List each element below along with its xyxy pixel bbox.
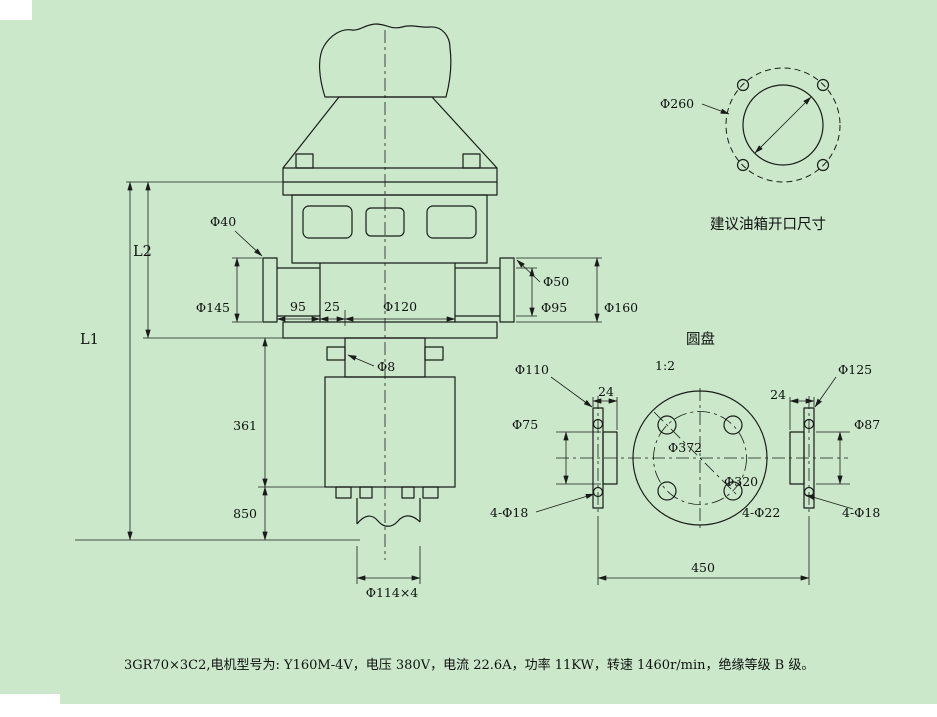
main-view-dimensions: L1 L2 Φ40 Φ145 95 25 Φ120 Φ50 xyxy=(75,181,638,600)
dim-label-phi87: Φ87 xyxy=(854,417,880,432)
dim-label-361: 361 xyxy=(233,418,257,433)
dim-label-shaft-dia: Φ114×4 xyxy=(366,585,419,600)
tank-opening-caption: 建议油箱开口尺寸 xyxy=(710,216,826,233)
tank-bolt-hole xyxy=(736,78,750,92)
dim-label-450: 450 xyxy=(691,560,715,575)
disc-side-view-right xyxy=(789,396,815,522)
disc-detail-view: 圆盘 1:2 Φ372 Φ320 4-Φ22 24 xyxy=(490,330,880,585)
motor-window-right xyxy=(426,205,477,239)
scan-artifact-top-left xyxy=(0,0,32,20)
dim-label-phi125: Φ125 xyxy=(838,362,872,377)
dimension-4phi18-left: 4-Φ18 xyxy=(490,493,595,520)
disc-side-view-left xyxy=(592,396,618,522)
motor-window-left xyxy=(302,205,353,239)
disc-scale: 1:2 xyxy=(655,358,675,373)
dimension-850: 850 xyxy=(233,486,268,541)
cap-left xyxy=(295,153,314,169)
dimension-chain-95-25-120: 95 25 Φ120 xyxy=(276,299,456,326)
left-port-flange xyxy=(262,257,278,323)
dim-label-4phi18-right: 4-Φ18 xyxy=(842,505,880,520)
dimension-phi125: Φ125 xyxy=(814,362,872,408)
cap-right xyxy=(462,153,481,169)
stud-left xyxy=(326,346,346,361)
dim-label-l1: L1 xyxy=(80,332,99,348)
dim-label-phi320: Φ320 xyxy=(724,474,758,489)
disc-bolt-hole xyxy=(723,415,743,435)
dim-label-24-left: 24 xyxy=(598,384,614,399)
tank-opening-view: Φ260 建议油箱开口尺寸 xyxy=(660,67,841,233)
dimension-361: 361 xyxy=(233,337,326,488)
pump-foot xyxy=(422,486,439,499)
motor-break-outline xyxy=(319,23,452,98)
dimension-450: 450 xyxy=(597,522,810,585)
pump-foot xyxy=(335,486,352,499)
dimension-l2: L2 xyxy=(133,181,152,339)
tank-opening-dashed-circle xyxy=(725,67,841,183)
lower-housing xyxy=(319,263,456,322)
dim-label-phi110: Φ110 xyxy=(515,362,549,377)
scan-artifact-bottom-strip xyxy=(0,704,937,717)
main-assembly-view xyxy=(262,23,515,560)
dim-label-24-right: 24 xyxy=(770,387,786,402)
dimension-phi145: Φ145 xyxy=(196,257,262,323)
dim-label-l2: L2 xyxy=(133,244,152,260)
right-port-flange xyxy=(499,257,515,323)
disc-bolt-hole xyxy=(723,481,743,501)
motor-window-middle xyxy=(365,207,405,237)
tank-diameter-leader xyxy=(701,103,730,115)
dim-label-phi95: Φ95 xyxy=(541,300,567,315)
dimension-l1: L1 xyxy=(80,181,133,541)
fan-cover xyxy=(282,96,498,169)
dim-label-4phi18-left: 4-Φ18 xyxy=(490,505,528,520)
dimension-24-right: 24 xyxy=(770,387,815,430)
dimension-4phi18-right: 4-Φ18 xyxy=(805,494,880,520)
dimension-24-left: 24 xyxy=(592,384,618,430)
dim-label-phi8: Φ8 xyxy=(377,359,395,374)
disc-title: 圆盘 xyxy=(686,330,715,348)
dimension-phi87: Φ87 xyxy=(816,417,880,485)
dimension-phi160: Φ160 xyxy=(516,257,638,323)
dim-label-25: 25 xyxy=(324,299,340,314)
pump-body xyxy=(324,376,456,488)
tank-bolt-hole xyxy=(736,158,750,172)
dimension-phi75: Φ75 xyxy=(512,417,601,485)
shaft xyxy=(356,498,421,527)
dimension-phi40: Φ40 xyxy=(210,214,263,257)
dim-label-phi120: Φ120 xyxy=(383,299,417,314)
dim-label-95: 95 xyxy=(290,299,306,314)
disc-bolt-hole xyxy=(657,481,677,501)
dimension-shaft-dia: Φ114×4 xyxy=(356,546,421,600)
dim-label-phi372: Φ372 xyxy=(668,440,702,455)
stud-right xyxy=(424,346,444,361)
disc-bolt-hole xyxy=(657,415,677,435)
dim-label-phi260: Φ260 xyxy=(660,96,694,111)
dimension-phi8: Φ8 xyxy=(347,354,395,374)
dim-label-phi145: Φ145 xyxy=(196,300,230,315)
motor-body xyxy=(291,194,488,264)
dimension-phi50: Φ50 xyxy=(516,259,569,289)
dim-label-850: 850 xyxy=(233,506,257,521)
left-flange-hub xyxy=(602,431,618,485)
tank-diameter-arrow xyxy=(754,96,812,154)
dim-label-phi50: Φ50 xyxy=(543,274,569,289)
tank-bolt-hole xyxy=(816,78,830,92)
tank-bolt-hole xyxy=(816,158,830,172)
port-pipes xyxy=(277,267,500,317)
tank-opening-inner-circle xyxy=(742,84,824,166)
dimension-phi110: Φ110 xyxy=(515,362,593,408)
pump-foot xyxy=(359,486,373,499)
dimension-phi95: Φ95 xyxy=(516,267,567,317)
spec-text: 3GR70×3C2,电机型号为: Y160M-4V，电压 380V，电流 22.… xyxy=(124,657,814,673)
dim-label-4phi22: 4-Φ22 xyxy=(742,505,780,520)
dim-label-phi75: Φ75 xyxy=(512,417,538,432)
dim-label-phi160: Φ160 xyxy=(604,300,638,315)
disc-diagonal-center-line xyxy=(653,411,741,499)
right-flange-hub xyxy=(789,431,805,485)
base-plate xyxy=(282,321,498,339)
dim-label-phi40: Φ40 xyxy=(210,214,236,229)
pump-foot xyxy=(401,486,415,499)
